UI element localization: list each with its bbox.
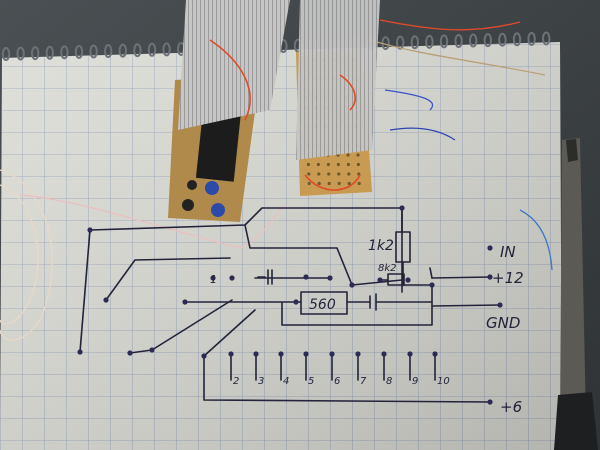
circuit-node <box>127 350 133 356</box>
pin-node <box>253 351 259 357</box>
circuit-node <box>87 227 93 233</box>
circuit-drawing <box>79 207 501 403</box>
circuit-node <box>405 277 411 283</box>
circuit-node <box>303 274 309 280</box>
circuit-node <box>293 299 299 305</box>
label-in: IN <box>500 243 516 261</box>
solder-pad <box>356 162 360 167</box>
pin-label: 3 <box>258 376 264 387</box>
pin-node <box>228 351 234 357</box>
spiral-ring <box>410 35 419 50</box>
solder-pad <box>357 181 361 186</box>
spiral-ring <box>483 33 492 48</box>
solder-pad <box>326 162 330 167</box>
pin-node <box>381 351 387 357</box>
spiral-ring <box>133 43 142 58</box>
circuit-node <box>149 347 155 353</box>
grid-paper <box>0 42 562 450</box>
pin-label: 8 <box>386 376 392 387</box>
circuit-node <box>201 353 207 359</box>
label-1k2: 1k2 <box>368 238 394 254</box>
left-pcb <box>168 0 290 222</box>
solder-pad <box>317 172 321 176</box>
solder-pad <box>306 162 310 167</box>
solder-pad <box>317 181 321 186</box>
spiral-ring <box>162 42 171 57</box>
circuit-node <box>487 399 493 405</box>
solder-pad <box>316 162 320 167</box>
pin-node <box>303 351 309 357</box>
pin-node <box>432 351 438 357</box>
solder-pad <box>337 172 341 176</box>
label-plus12: +12 <box>492 269 524 287</box>
pin-label: 4 <box>283 376 289 387</box>
pin-label: 7 <box>360 376 367 387</box>
circuit-node <box>487 245 493 251</box>
circuit-node <box>182 299 188 305</box>
solder-pad <box>337 181 341 186</box>
pin-node <box>355 351 361 357</box>
solder-pad <box>356 153 360 157</box>
solder-pad <box>347 181 351 186</box>
pin-node <box>407 351 413 357</box>
solder-pad <box>347 172 351 176</box>
spiral-ring <box>104 44 113 59</box>
right-pcb <box>296 0 380 196</box>
circuit-node <box>103 297 109 303</box>
circuit-node <box>399 205 405 211</box>
spiral-ring <box>45 45 54 60</box>
circuit-node <box>327 275 333 281</box>
circuit-node <box>497 302 503 308</box>
pin-label: 2 <box>233 376 239 387</box>
circuit-node <box>429 282 435 288</box>
spiral-ring <box>396 35 405 50</box>
soldering-iron <box>554 138 598 450</box>
spiral-ring <box>512 32 522 47</box>
spiral-ring <box>31 46 40 61</box>
spiral-ring <box>1 47 11 61</box>
label-plus6: +6 <box>500 398 522 416</box>
pin-label: 10 <box>437 376 450 387</box>
label-gnd: GND <box>486 314 520 332</box>
solder-pad <box>327 181 331 186</box>
spiral-ring <box>439 34 449 49</box>
spiral-ring <box>542 31 551 46</box>
solder-pad <box>327 172 331 176</box>
circuit-node <box>487 274 493 280</box>
spiral-ring <box>454 33 463 48</box>
solder-pad <box>307 181 311 186</box>
spiral-ring <box>60 45 69 60</box>
label-560: 560 <box>309 297 336 313</box>
circuit-node <box>349 282 355 288</box>
diagram-nodes <box>77 205 503 405</box>
solder-pad <box>336 162 340 167</box>
spiral-ring <box>89 44 98 59</box>
spiral-ring <box>118 43 128 58</box>
spiral-ring <box>147 42 157 57</box>
label-pin-1: 1 <box>210 273 217 286</box>
circuit-node <box>229 275 235 281</box>
spiral-ring <box>425 34 434 49</box>
pin-label: 5 <box>308 376 314 387</box>
pin-node <box>278 351 284 357</box>
solder-pad <box>346 162 350 167</box>
spiral-ring <box>527 31 536 46</box>
label-8k2: 8k2 <box>378 263 397 274</box>
pin-label: 9 <box>412 376 418 387</box>
spiral-ring <box>74 44 84 59</box>
circuit-node <box>77 349 83 355</box>
circuit-node <box>377 277 383 283</box>
solder-pad <box>307 172 311 176</box>
white-wire-coil <box>0 169 286 341</box>
pin-node <box>329 351 335 357</box>
pin-label: 6 <box>334 376 340 387</box>
loose-wires <box>369 19 553 271</box>
spiral-ring <box>498 32 507 47</box>
solder-pad <box>346 153 350 157</box>
spiral-ring <box>469 33 478 48</box>
circuit-node <box>210 275 216 281</box>
spiral-ring <box>16 46 25 61</box>
